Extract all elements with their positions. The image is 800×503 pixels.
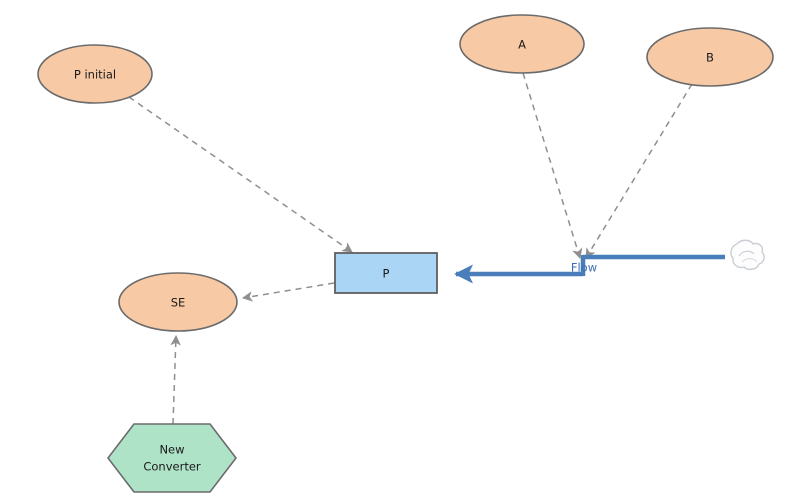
link-p-to-se[interactable] (241, 282, 335, 302)
converter-b[interactable]: B (646, 27, 774, 87)
cloud-source[interactable] (730, 239, 765, 271)
links-layer (128, 72, 693, 425)
link-p-initial-to-p[interactable] (128, 96, 353, 253)
flow-layer (454, 254, 725, 284)
link-b-to-flow[interactable] (585, 83, 693, 259)
cloud-icon (730, 239, 765, 271)
converter-p-initial[interactable]: P initial (37, 44, 153, 104)
link-new-converter-to-se[interactable] (170, 334, 181, 425)
converter-a-ellipse[interactable] (459, 14, 585, 74)
converter-new-converter-hexagon[interactable] (106, 423, 238, 493)
converter-b-ellipse[interactable] (646, 27, 774, 87)
converter-new-converter[interactable]: New Converter (106, 423, 238, 493)
link-a-to-flow[interactable] (522, 72, 583, 260)
stock-p[interactable]: P (334, 252, 438, 294)
cloud-inner-stroke-2 (741, 258, 758, 263)
stock-p-rect[interactable] (334, 252, 438, 294)
cloud-inner-stroke (738, 250, 755, 257)
converter-p-initial-ellipse[interactable] (37, 44, 153, 104)
converter-se[interactable]: SE (118, 272, 238, 332)
converter-se-ellipse[interactable] (118, 272, 238, 332)
converter-a[interactable]: A (459, 14, 585, 74)
